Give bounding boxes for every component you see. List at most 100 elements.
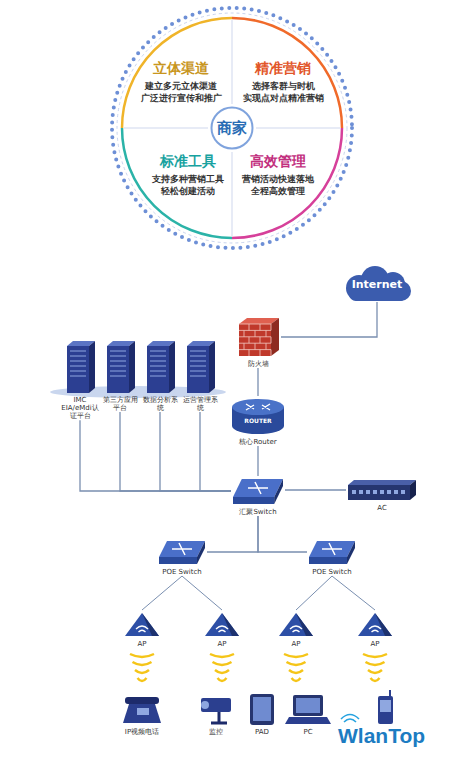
ipphone-icon [115,692,169,726]
ap-node: AP [276,610,316,648]
dotted-ring [112,8,352,248]
pad-screen [253,697,271,721]
signal-arc [287,662,306,665]
ac-port [352,490,356,494]
server-slot [150,356,166,357]
signal-arc [135,670,149,673]
device-label: POE Switch [162,568,202,576]
ap-icon [355,610,395,638]
device-label: AC [377,504,387,512]
wall-side [271,318,279,356]
server-front [67,346,89,393]
server-front [147,346,169,393]
server-slot [190,361,206,362]
device-label: 防火墙 [248,360,269,368]
ac-port [366,490,370,494]
signal-arc [133,662,152,665]
switch-top [309,541,355,557]
server-slot [110,356,126,357]
ap-node: AP [355,610,395,648]
ap-shape [355,610,395,638]
signal-arc [138,678,147,681]
server-front [187,346,209,393]
signal-arc [218,678,227,681]
signal-arc [215,670,229,673]
switch-arrows [248,482,268,494]
server-shape [141,338,179,394]
switch-node: POE Switch [157,538,207,576]
server-shape [101,338,139,394]
signal-arc [210,654,234,657]
server-slot [190,366,206,367]
server-node: 运营管理系统 [181,338,219,412]
watermark-logo: WlanTop [338,724,425,748]
divider-line [124,127,208,129]
brick-line [249,324,250,330]
ap-wifi [369,626,381,632]
ac-shape [346,478,418,502]
server-slot [190,376,206,377]
switch-icon [157,538,207,566]
signal-arc [284,654,308,657]
quadrant-body: 选择客群与时机 实现点对点精准营销 [237,80,329,105]
ap-wifi [136,626,148,632]
ac-port [380,490,384,494]
ap-shape [276,610,316,638]
logo-signal [341,715,359,723]
server-slot [150,366,166,367]
ac-port [394,490,398,494]
hub-circle [212,108,253,149]
server-side [209,341,215,393]
switch-top [159,541,205,557]
network-link [200,412,231,491]
pad-icon [246,692,278,726]
wireless-signals [130,654,387,681]
device-node: IP视频电话 [115,692,169,736]
phone-body [378,696,393,724]
ap-side [222,613,239,636]
quadrant-panel: 立体渠道建立多元立体渠道 广泛进行宣传和推广 [135,60,227,105]
quadrant-body: 支持多种营销工具 轻松创建活动 [142,173,234,198]
device-label: AP [217,640,226,648]
server-icon [141,338,179,394]
divider-line [256,127,340,129]
server-slot [190,371,206,372]
camera-shape [191,692,241,726]
phone-base [123,704,161,723]
server-slot [70,356,86,357]
internet-cloud: Internet [339,264,415,302]
device-label: POE Switch [312,568,352,576]
ac-port [401,490,405,494]
phone-screen [137,708,149,715]
device-label: AP [137,640,146,648]
server-icon [61,338,99,394]
network-link [332,576,375,610]
ac-port [373,490,377,494]
server-node: 第三方应用平台 [101,338,139,412]
switch-shape [307,538,357,566]
device-label: 监控 [209,728,223,736]
switch-side [347,541,355,564]
ac-front [348,485,410,500]
device-label: 运营管理系统 [181,396,219,412]
brick-line [260,337,261,343]
server-side [89,341,95,393]
network-link [257,446,258,476]
wall-front [239,324,271,356]
brick-line [266,330,267,336]
device-node: PC [283,692,333,736]
laptop-shape [283,692,333,726]
router-icon: ROUTER [229,396,287,436]
ac-side [410,480,416,500]
device-node: 监控 [191,692,241,736]
camera-mount [211,712,227,723]
server-slot [70,376,86,377]
signal-arc [130,654,154,657]
device-label: AP [291,640,300,648]
server-slot [110,361,126,362]
server-slot [110,371,126,372]
network-link [281,302,377,337]
inner-ring [117,13,347,243]
device-label: PC [303,728,312,736]
brick-line [255,343,256,349]
